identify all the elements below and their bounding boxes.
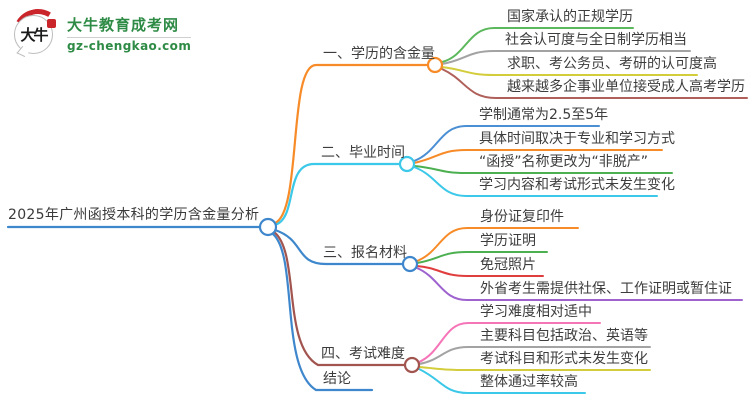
leaf-label[interactable]: 身份证复印件	[480, 209, 564, 225]
leaf-label[interactable]: 考试科目和形式未发生变化	[480, 351, 648, 367]
leaf-connector	[418, 366, 651, 371]
brand-domain: gz-chengkao.com	[67, 38, 192, 53]
branch-4-handle[interactable]	[403, 356, 421, 374]
leaf-label[interactable]: 求职、考公务员、考研的认可度高	[507, 56, 717, 72]
leaf-label[interactable]: 国家承认的正规学历	[507, 9, 633, 25]
leaf-connector	[413, 125, 600, 162]
logo-bubble-icon: 大牛	[7, 3, 69, 65]
leaf-label[interactable]: 学制通常为2.5至5年	[479, 107, 609, 123]
leaf-connector	[416, 267, 743, 301]
branch-4-connector	[272, 230, 407, 367]
branch-4-label[interactable]: 四、考试难度	[321, 346, 405, 362]
branch-3-connector	[273, 228, 405, 266]
branch-5-connector	[271, 232, 374, 392]
branch-1-handle[interactable]	[426, 56, 444, 74]
brand-divider	[67, 36, 192, 38]
leaf-label[interactable]: 越来越多企事业单位接受成人高考学历	[507, 79, 745, 95]
leaf-connector	[441, 66, 698, 76]
branch-5-label[interactable]: 结论	[323, 371, 351, 387]
branch-3-handle[interactable]	[401, 255, 419, 273]
branch-2-handle[interactable]	[398, 155, 416, 173]
leaf-connector	[441, 68, 748, 99]
site-logo[interactable]: 大牛 大牛教育成考网 gz-chengkao.com	[7, 3, 192, 65]
branch-2-label[interactable]: 二、毕业时间	[321, 145, 405, 161]
leaf-label[interactable]: 主要科目包括政治、英语等	[480, 328, 648, 344]
leaf-connector	[413, 165, 673, 174]
logo-text-block: 大牛教育成考网 gz-chengkao.com	[67, 14, 192, 53]
root-node-handle[interactable]	[258, 217, 278, 237]
branch-1-label[interactable]: 一、学历的含金量	[323, 46, 435, 62]
leaf-connector	[418, 368, 586, 394]
leaf-connector	[418, 322, 601, 363]
leaf-connector	[416, 251, 548, 264]
branch-1-connector	[273, 63, 430, 225]
branch-3-label[interactable]: 三、报名材料	[323, 245, 407, 261]
leaf-label[interactable]: 社会认可度与全日制学历相当	[505, 32, 687, 48]
leaf-label[interactable]: 免冠照片	[480, 257, 536, 273]
root-label[interactable]: 2025年广州函授本科的学历含金量分析	[8, 207, 260, 223]
leaf-label[interactable]: 外省考生需提供社保、工作证明或暂住证	[480, 281, 732, 297]
branch-2-connector	[273, 162, 402, 227]
leaf-label[interactable]: 整体通过率较高	[480, 374, 578, 390]
leaf-connector	[441, 27, 634, 63]
leaf-connector	[418, 346, 651, 365]
leaf-connector	[416, 265, 544, 277]
leaf-label[interactable]: 学习内容和考试形式未发生变化	[479, 177, 675, 193]
leaf-connector	[416, 227, 579, 262]
leaf-connector	[413, 166, 658, 197]
leaf-connector	[441, 50, 691, 65]
logo-red-seal-icon	[47, 19, 56, 28]
leaf-label[interactable]: 具体时间取决于专业和学习方式	[479, 131, 675, 147]
brand-name: 大牛教育成考网	[67, 15, 180, 34]
leaf-connector	[413, 149, 663, 164]
leaf-label[interactable]: “函授”名称更改为“非脱产”	[479, 154, 649, 170]
leaf-label[interactable]: 学习难度相对适中	[480, 304, 592, 320]
leaf-label[interactable]: 学历证明	[480, 233, 536, 249]
